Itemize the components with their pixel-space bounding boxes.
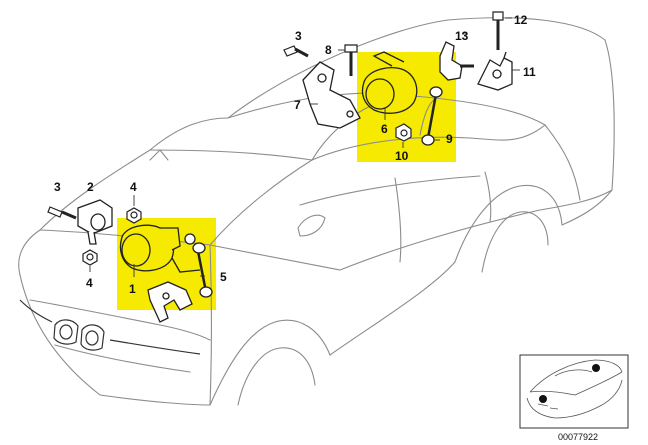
locator-dot-rear [592,364,600,372]
callout-13: 13 [455,29,469,43]
bracket-7 [302,61,361,129]
callout-4-top: 4 [130,180,137,194]
headlights-grille [19,299,201,355]
callout-11: 11 [523,65,536,79]
locator-thumbnail [519,354,629,429]
link-rod-9 [421,86,443,146]
bracket-2 [77,199,113,245]
bolt-3-rear [283,45,309,58]
nut-4-top [126,207,142,224]
bolt-3-front [47,206,77,220]
link-rod-5 [192,242,213,298]
callout-10: 10 [395,149,409,163]
diagram-code: 00077922 [558,432,598,442]
front-sensor-arm [171,257,201,273]
nut-10 [395,123,412,142]
callout-9: 9 [446,132,453,146]
bracket-13 [439,41,474,81]
callout-1: 1 [129,282,136,296]
leader-lines [89,17,520,277]
bolt-8 [344,44,358,76]
level-sensor-1 [119,224,196,272]
callout-7: 7 [294,98,301,112]
callout-3-rear: 3 [295,29,302,43]
car-outline [18,17,615,406]
level-sensor-6 [361,51,418,114]
callout-4-bottom: 4 [86,276,93,290]
callout-8: 8 [325,43,332,57]
locator-dot-front [539,395,547,403]
callout-3-front: 3 [54,180,61,194]
callout-6: 6 [381,122,388,136]
callout-5: 5 [220,270,227,284]
callout-2: 2 [87,180,94,194]
nut-4-bottom [82,249,98,266]
front-sensor-mount [147,281,193,323]
callout-12: 12 [514,13,528,27]
bracket-11 [477,51,513,91]
bolt-12 [492,11,504,50]
